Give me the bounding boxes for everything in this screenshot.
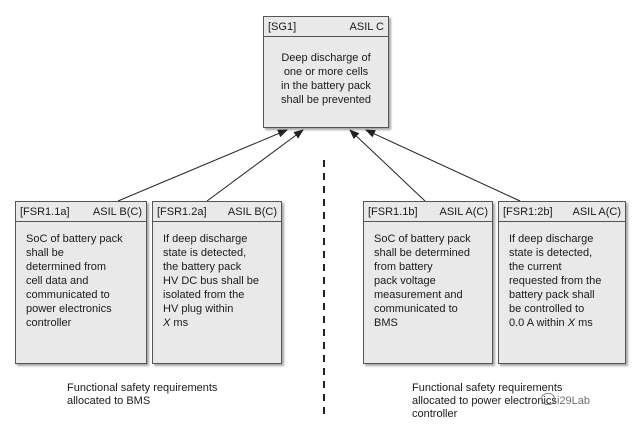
safety-goal-text: Deep discharge of one or more cells in t… — [264, 37, 388, 107]
requirement-id: [FSR1.2a] — [157, 205, 207, 218]
requirement-line: determined from — [26, 261, 107, 273]
arrow-fsr11a-to-sg1 — [117, 129, 288, 202]
requirement-text: If deep discharge state is detected, the… — [153, 222, 281, 330]
requirement-header: [FSR1.1a] ASIL B(C) — [16, 202, 146, 222]
requirement-line: measurement and — [374, 289, 463, 301]
requirement-line: state is detected, — [509, 247, 593, 259]
requirement-line: requested from the — [509, 275, 602, 287]
requirement-line: SoC of battery pack — [26, 233, 123, 245]
safety-goal-line: one or more cells — [283, 66, 369, 78]
requirement-line: BMS — [374, 317, 398, 329]
requirement-line: power electronics — [26, 303, 112, 315]
safety-goal-line: in the battery pack — [281, 80, 371, 92]
requirement-line: state is detected, — [163, 247, 247, 259]
requirement-box-fsr11b: [FSR1.1b] ASIL A(C) SoC of battery pack … — [363, 201, 493, 364]
requirement-line: X ms — [163, 317, 189, 329]
requirement-asil: ASIL A(C) — [572, 205, 622, 218]
caption-line: allocated to BMS — [67, 395, 151, 407]
arrow-fsr12b-to-sg1 — [365, 129, 521, 202]
requirement-id: [FSR1.1a] — [20, 205, 70, 218]
requirement-line: 0.0 A within X ms — [509, 317, 593, 329]
requirement-asil: ASIL B(C) — [92, 205, 142, 218]
safety-goal-header: [SG1] ASIL C — [264, 17, 388, 37]
requirement-box-fsr12b: [FSR1:2b] ASIL A(C) If deep discharge st… — [498, 201, 626, 364]
requirement-line: communicated to — [374, 303, 458, 315]
arrow-fsr12a-to-sg1 — [206, 129, 304, 202]
caption-line: Functional safety requirements — [67, 382, 218, 394]
safety-goal-asil: ASIL C — [349, 20, 384, 33]
requirement-line: the battery pack — [163, 261, 242, 273]
requirement-box-fsr11a: [FSR1.1a] ASIL B(C) SoC of battery pack … — [15, 201, 147, 364]
caption-line: Functional safety requirements — [412, 382, 563, 394]
requirement-id: [FSR1:2b] — [503, 205, 553, 218]
requirement-text: SoC of battery pack shall be determined … — [16, 222, 146, 330]
requirement-line: controller — [26, 317, 72, 329]
requirement-line: be controlled to — [509, 303, 585, 315]
requirement-line: SoC of battery pack — [374, 233, 471, 245]
requirement-line: If deep discharge — [163, 233, 248, 245]
requirement-line: isolated from the — [163, 289, 245, 301]
requirement-line: HV plug within — [163, 303, 234, 315]
watermark: i29Lab — [541, 393, 590, 407]
requirement-asil: ASIL B(C) — [227, 205, 277, 218]
requirement-asil: ASIL A(C) — [439, 205, 489, 218]
requirement-line: communicated to — [26, 289, 110, 301]
caption-line: controller — [412, 408, 458, 420]
requirement-header: [FSR1.1b] ASIL A(C) — [364, 202, 492, 222]
chat-logo-icon — [541, 393, 555, 405]
arrow-fsr11b-to-sg1 — [349, 129, 426, 202]
requirement-line: shall be — [26, 247, 64, 259]
caption-line: allocated to power electronics — [412, 395, 557, 407]
requirement-line: HV DC bus shall be — [163, 275, 259, 287]
requirement-line: cell data and — [26, 275, 89, 287]
safety-goal-id: [SG1] — [268, 20, 297, 33]
safety-goal-box: [SG1] ASIL C Deep discharge of one or mo… — [263, 16, 389, 128]
requirement-text: SoC of battery pack shall be determined … — [364, 222, 492, 330]
requirement-line: If deep discharge — [509, 233, 594, 245]
requirement-header: [FSR1.2a] ASIL B(C) — [153, 202, 281, 222]
safety-goal-line: Deep discharge of — [281, 52, 371, 64]
requirement-id: [FSR1.1b] — [368, 205, 418, 218]
requirement-line: battery pack shall — [509, 289, 595, 301]
safety-goal-line: shall be prevented — [281, 94, 371, 106]
requirement-line: from battery — [374, 261, 433, 273]
requirement-text: If deep discharge state is detected, the… — [499, 222, 625, 330]
requirement-line: pack voltage — [374, 275, 436, 287]
requirement-line: the current — [509, 261, 562, 273]
requirement-header: [FSR1:2b] ASIL A(C) — [499, 202, 625, 222]
requirement-box-fsr12a: [FSR1.2a] ASIL B(C) If deep discharge st… — [152, 201, 282, 364]
caption-power-electronics: Functional safety requirements allocated… — [412, 382, 562, 421]
caption-bms: Functional safety requirements allocated… — [67, 382, 217, 408]
watermark-text: i29Lab — [557, 395, 591, 407]
requirement-line: shall be determined — [374, 247, 471, 259]
